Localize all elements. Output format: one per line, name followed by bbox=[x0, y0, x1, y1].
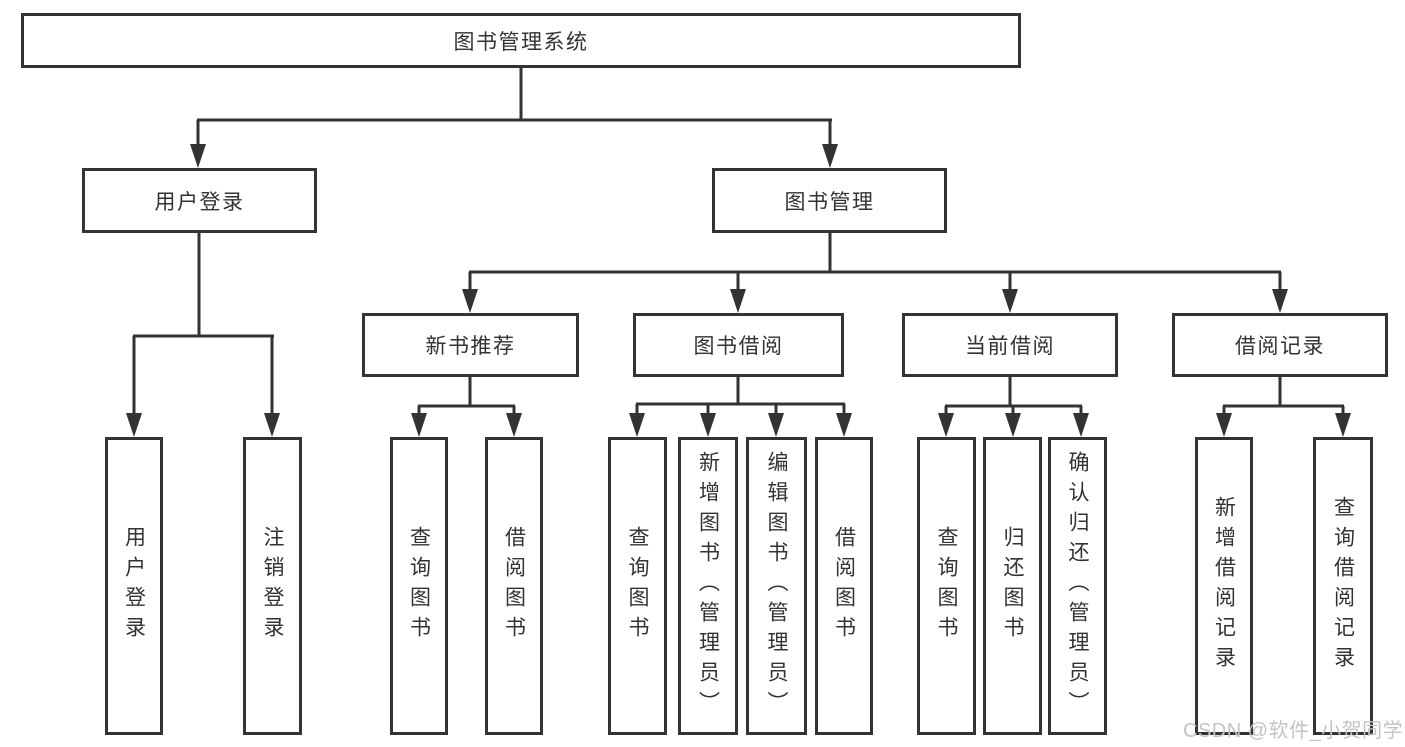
node-book-mgmt-label: 图书管理 bbox=[784, 190, 875, 214]
leaf-current-return-books-label: 归还图书 bbox=[1001, 526, 1024, 646]
leaf-borrow-edit-books-admin: 编辑图书（管理员） bbox=[746, 437, 807, 735]
leaf-user-login-label: 用户登录 bbox=[122, 526, 146, 646]
node-root-label: 图书管理系统 bbox=[453, 30, 589, 54]
leaf-records-query-record-label: 查询借阅记录 bbox=[1331, 496, 1355, 676]
node-book-mgmt: 图书管理 bbox=[712, 168, 947, 233]
leaf-borrow-edit-books-admin-label: 编辑图书（管理员） bbox=[765, 451, 788, 721]
leaf-borrow-borrow-books-label: 借阅图书 bbox=[832, 526, 856, 646]
connector-user-login bbox=[126, 233, 280, 437]
leaf-user-login: 用户登录 bbox=[105, 437, 163, 735]
leaf-records-query-record: 查询借阅记录 bbox=[1313, 437, 1373, 735]
leaf-borrow-borrow-books: 借阅图书 bbox=[815, 437, 873, 735]
leaf-borrow-add-books-admin: 新增图书（管理员） bbox=[678, 437, 738, 735]
node-book-borrow: 图书借阅 bbox=[633, 313, 844, 377]
leaf-current-query-books-label: 查询图书 bbox=[935, 526, 958, 646]
connector-root bbox=[190, 67, 838, 168]
node-new-books-label: 新书推荐 bbox=[425, 335, 516, 358]
node-borrow-records: 借阅记录 bbox=[1172, 313, 1388, 377]
watermark: CSDN @软件_小贺同学 bbox=[1183, 720, 1404, 742]
connector-book-borrow bbox=[629, 377, 852, 437]
leaf-current-confirm-return-admin-label: 确认归还（管理员） bbox=[1066, 451, 1089, 721]
node-current-borrow-label: 当前借阅 bbox=[965, 335, 1055, 358]
leaf-records-add-record: 新增借阅记录 bbox=[1195, 437, 1253, 735]
leaf-newbooks-query-books: 查询图书 bbox=[390, 437, 448, 735]
leaf-borrow-query-books: 查询图书 bbox=[608, 437, 667, 735]
node-user-login-label: 用户登录 bbox=[154, 190, 245, 214]
connector-new-books bbox=[411, 377, 522, 437]
leaf-borrow-query-books-label: 查询图书 bbox=[626, 526, 649, 646]
leaf-current-query-books: 查询图书 bbox=[917, 437, 976, 735]
leaf-current-return-books: 归还图书 bbox=[983, 437, 1042, 735]
leaf-current-confirm-return-admin: 确认归还（管理员） bbox=[1048, 437, 1107, 735]
leaf-borrow-add-books-admin-label: 新增图书（管理员） bbox=[696, 451, 720, 721]
leaf-newbooks-borrow-books: 借阅图书 bbox=[485, 437, 543, 735]
connector-book-mgmt bbox=[462, 233, 1288, 313]
leaf-logout-label: 注销登录 bbox=[261, 526, 284, 646]
node-root: 图书管理系统 bbox=[21, 13, 1021, 68]
node-current-borrow: 当前借阅 bbox=[902, 313, 1118, 377]
node-new-books: 新书推荐 bbox=[362, 313, 579, 377]
connector-current-borrow bbox=[938, 377, 1089, 437]
node-borrow-records-label: 借阅记录 bbox=[1235, 335, 1325, 358]
leaf-newbooks-query-books-label: 查询图书 bbox=[407, 526, 431, 646]
leaf-newbooks-borrow-books-label: 借阅图书 bbox=[502, 526, 526, 646]
leaf-records-add-record-label: 新增借阅记录 bbox=[1212, 496, 1236, 676]
node-book-borrow-label: 图书借阅 bbox=[693, 335, 784, 358]
leaf-logout: 注销登录 bbox=[243, 437, 302, 735]
node-user-login: 用户登录 bbox=[82, 168, 317, 233]
connector-borrow-records bbox=[1216, 377, 1351, 437]
